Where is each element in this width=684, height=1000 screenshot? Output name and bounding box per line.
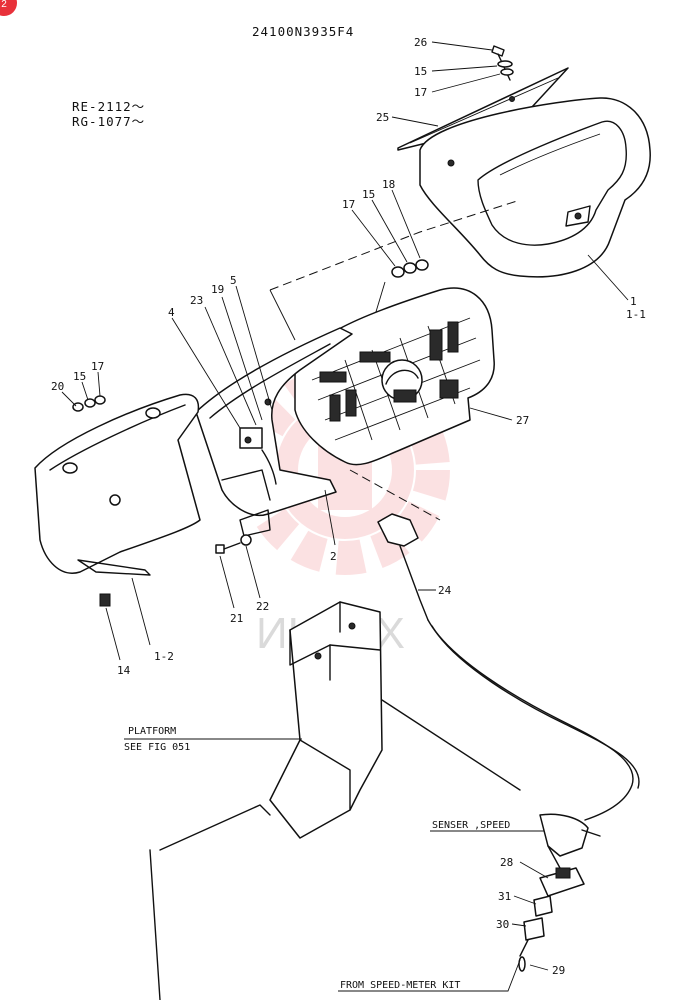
callout-17a: 17 <box>414 86 427 99</box>
leader-17b <box>351 209 396 267</box>
callout-1-2: 1-2 <box>154 650 174 663</box>
leader-4 <box>171 317 241 429</box>
callout-23: 23 <box>190 294 203 307</box>
callout-22: 22 <box>256 600 269 613</box>
bolt-21 <box>215 542 241 554</box>
assembly-line-2 <box>349 469 441 521</box>
callout-15c: 15 <box>73 370 86 383</box>
callout-21: 21 <box>230 612 243 625</box>
leader-from-kit <box>338 959 521 992</box>
callout-26: 26 <box>414 36 427 49</box>
adapter-31 <box>533 895 553 917</box>
callout-1-1: 1-1 <box>626 308 646 321</box>
callout-17c: 17 <box>91 360 104 373</box>
leader-28 <box>519 861 549 879</box>
drawing-number: 24100N3935F4 <box>252 24 354 39</box>
clip-14 <box>99 593 111 607</box>
note-senser-speed: SENSER ,SPEED <box>432 820 510 831</box>
leader-17a <box>431 73 501 93</box>
callout-25: 25 <box>376 111 389 124</box>
corner-badge-label: 2 <box>1 0 7 10</box>
callout-29: 29 <box>552 964 565 977</box>
leader-14 <box>105 607 121 661</box>
leader-22 <box>245 545 261 599</box>
leader-17c <box>97 371 101 397</box>
assembly-bracket-1 <box>269 289 296 341</box>
leader-27 <box>469 407 513 421</box>
callout-27: 27 <box>516 414 529 427</box>
leader-1 <box>587 254 629 301</box>
leader-23 <box>204 306 257 426</box>
leader-31 <box>513 895 537 905</box>
nut-30 <box>519 917 545 957</box>
callout-24: 24 <box>438 584 452 597</box>
leader-5 <box>235 285 273 411</box>
connector-28 <box>539 867 585 897</box>
note-platform-2: SEE FIG 051 <box>124 742 190 753</box>
leader-2 <box>324 489 336 546</box>
corner-badge: 2 <box>0 0 17 16</box>
washer-22 <box>240 534 252 546</box>
leader-25 <box>391 116 439 127</box>
leader-15c <box>81 381 89 401</box>
washers-top <box>497 60 514 76</box>
leader-18 <box>391 189 421 259</box>
leader-30 <box>511 923 527 927</box>
instrument-panel <box>294 287 495 466</box>
callout-30: 30 <box>496 918 509 931</box>
meter-case <box>195 327 353 537</box>
note-platform-1: PLATFORM <box>128 726 176 737</box>
platform <box>149 601 521 1000</box>
serial-range-2: RG-1077～ <box>72 114 145 129</box>
serial-range-1: RE-2112～ <box>72 99 145 114</box>
leader-26 <box>431 41 493 51</box>
leader-1-2 <box>131 577 151 646</box>
callout-15a: 15 <box>414 65 427 78</box>
pin-29 <box>518 956 526 972</box>
callout-4: 4 <box>168 306 175 319</box>
washers-left <box>72 395 106 412</box>
callout-31: 31 <box>498 890 511 903</box>
leader-29 <box>529 964 549 971</box>
washers-mid <box>391 259 429 278</box>
callout-14: 14 <box>117 664 131 677</box>
callout-20: 20 <box>51 380 64 393</box>
callout-1: 1 <box>630 295 637 308</box>
leader-19 <box>221 296 263 421</box>
callout-2: 2 <box>330 550 337 563</box>
speed-cable <box>377 513 640 821</box>
meter-hood-upper <box>419 97 651 278</box>
callout-17b: 17 <box>342 198 355 211</box>
leader-15a <box>431 65 498 72</box>
leader-20 <box>61 391 77 407</box>
speed-sensor <box>539 813 601 869</box>
leader-21 <box>219 555 235 609</box>
leader-15b <box>371 199 408 263</box>
note-from-kit: FROM SPEED-METER KIT <box>340 980 460 991</box>
callout-5: 5 <box>230 274 237 287</box>
callout-18: 18 <box>382 178 395 191</box>
side-cover <box>34 393 201 576</box>
assembly-line-1 <box>269 199 521 291</box>
callout-19: 19 <box>211 283 224 296</box>
callout-15b: 15 <box>362 188 375 201</box>
callout-28: 28 <box>500 856 513 869</box>
